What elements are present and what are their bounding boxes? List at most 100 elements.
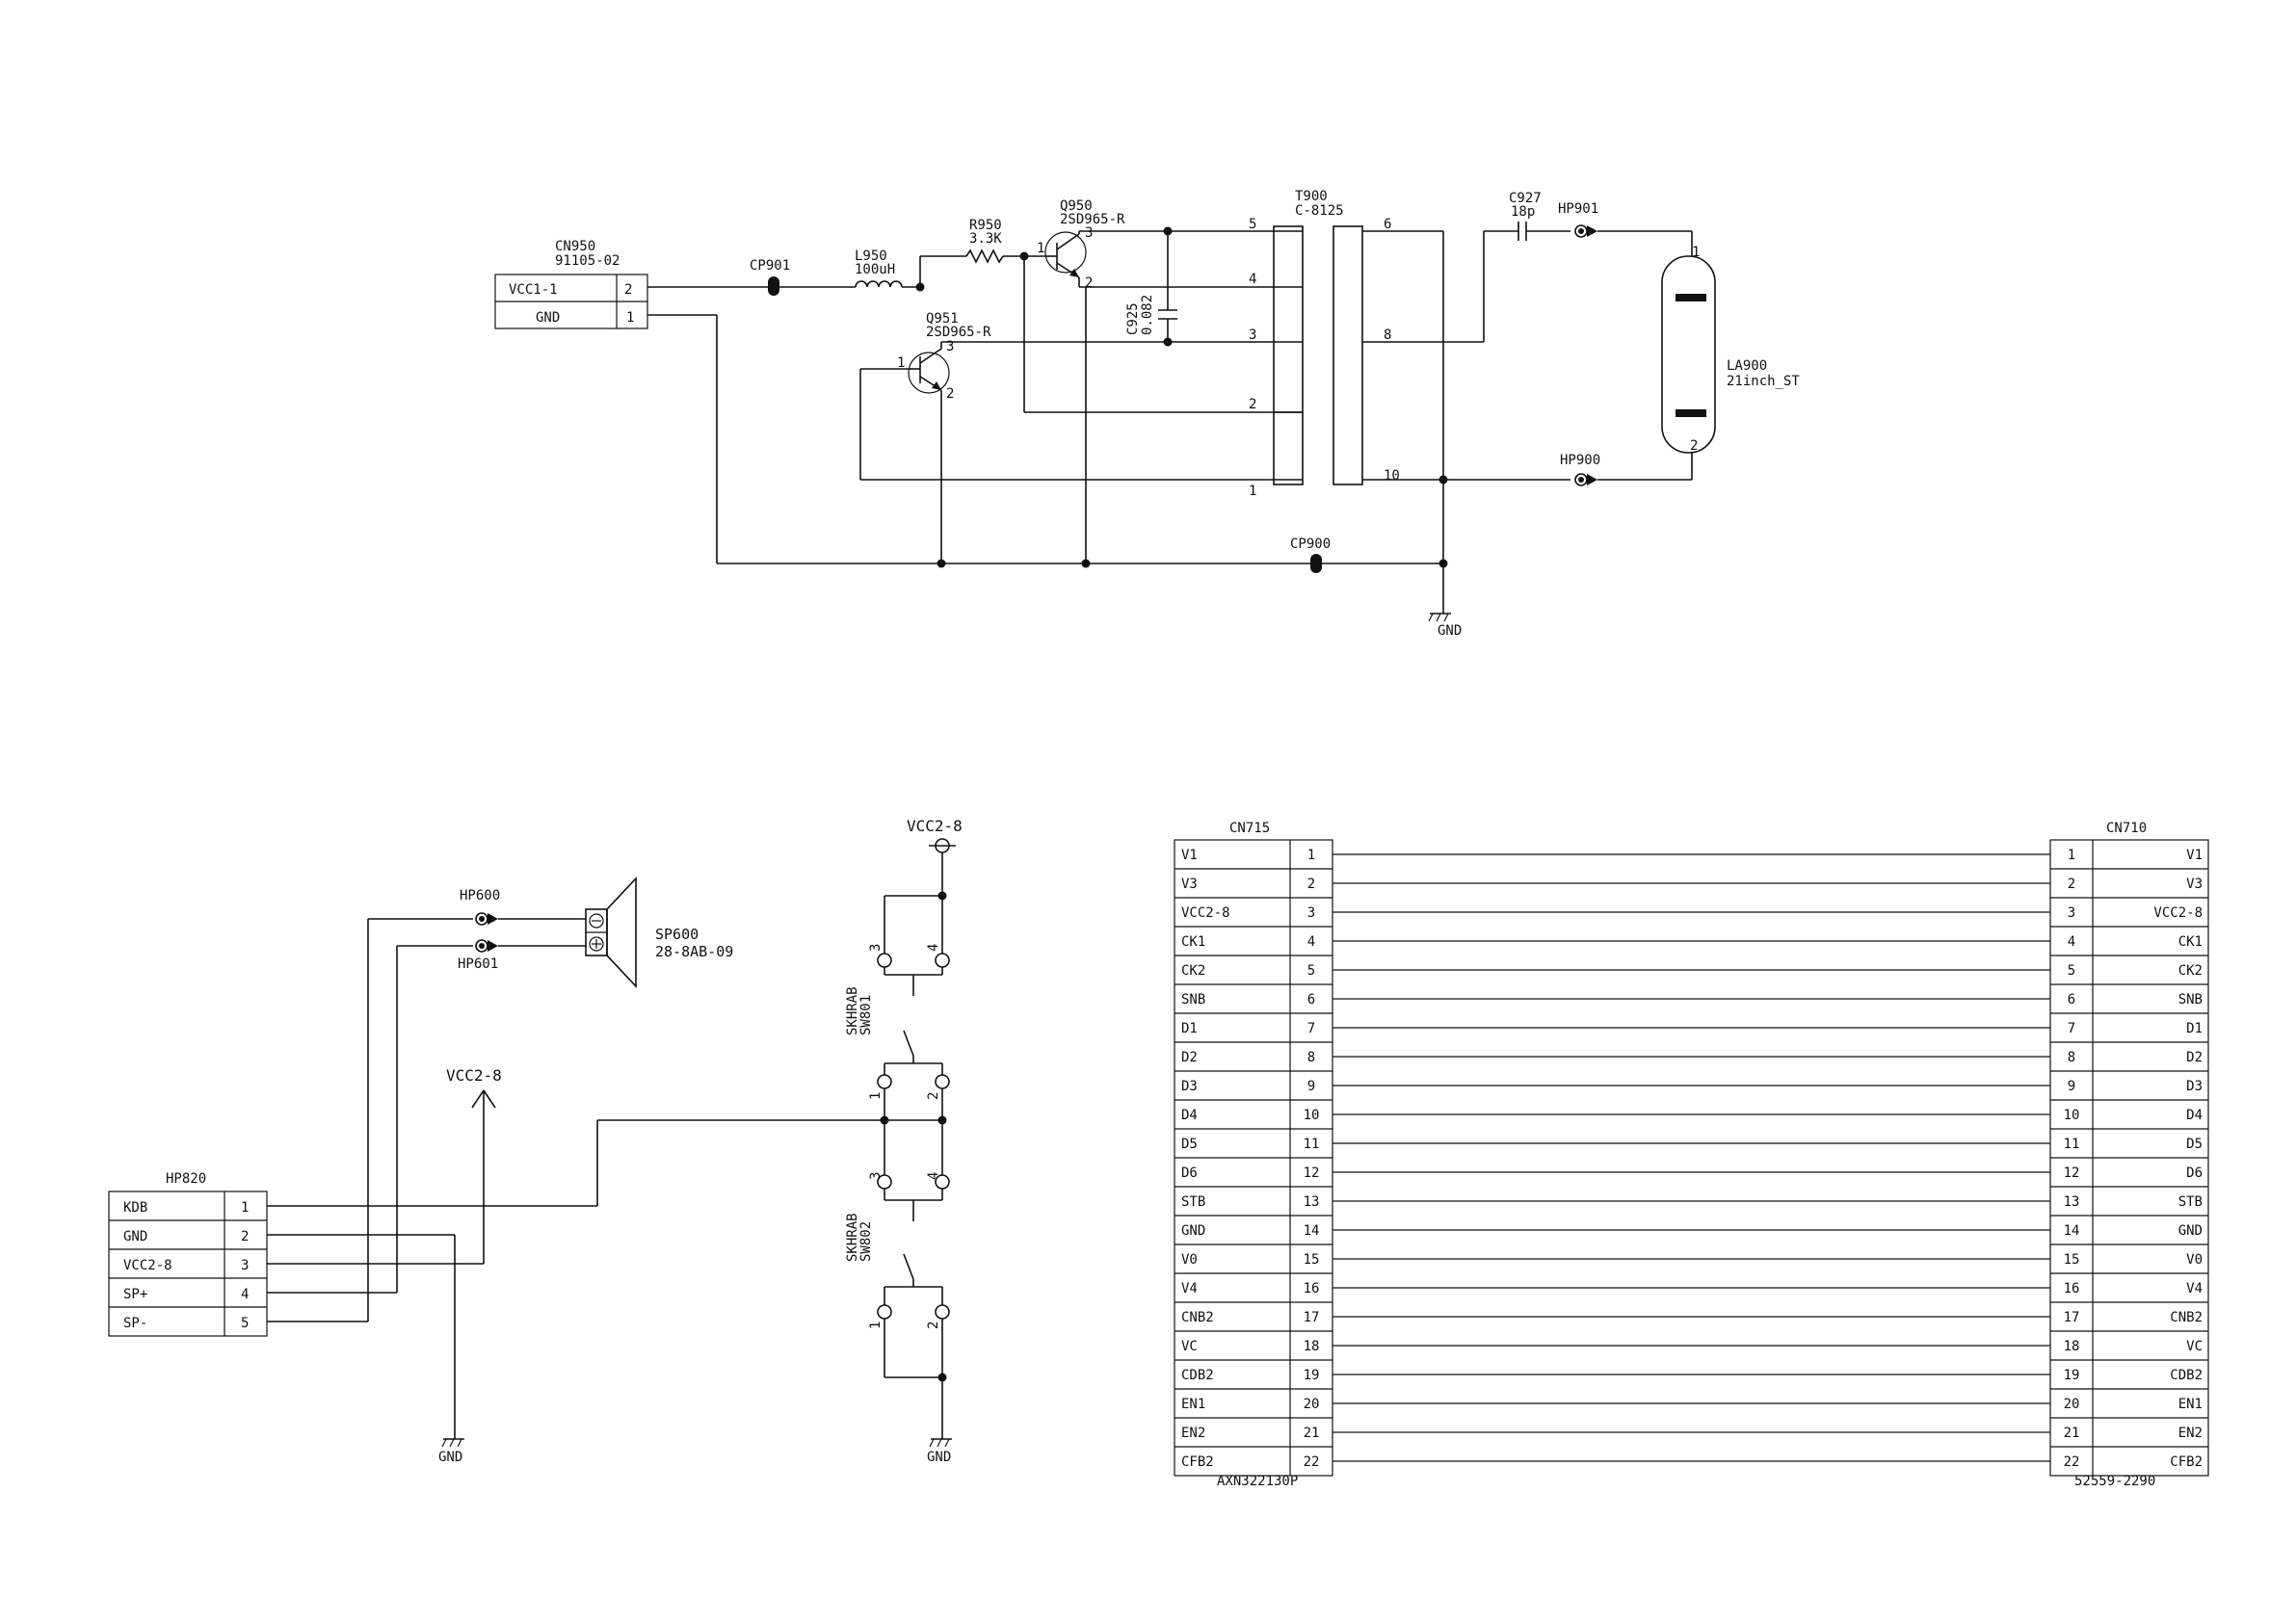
cn710-signal-label: V0 (2186, 1252, 2203, 1268)
cn715-pin-number: 20 (1304, 1397, 1320, 1412)
cn710-pin-number: 14 (2064, 1223, 2080, 1239)
cn715-signal-label: STB (1181, 1194, 1205, 1210)
t900-part: C-8125 (1295, 203, 1344, 219)
cn950-row-name: GND (536, 310, 560, 326)
cn710-pin-number: 2 (2068, 877, 2075, 892)
cn715-signal-label: CK2 (1181, 963, 1205, 979)
q950-pin-e: 2 (1085, 275, 1093, 291)
hp820-row-pin: 2 (241, 1229, 249, 1244)
cn715-pin-number: 22 (1304, 1454, 1320, 1470)
cn715-pin-number: 21 (1304, 1426, 1320, 1441)
r950-resistor: R950 3.3K (965, 218, 1004, 264)
cn715-pin-number: 2 (1307, 877, 1315, 892)
cn710-signal-label: CNB2 (2170, 1310, 2203, 1325)
t900-pin: 1 (1249, 484, 1256, 499)
cn715-signal-label: GND (1181, 1223, 1205, 1239)
hp601-pin: HP601 (458, 939, 498, 972)
vcc-arrow: VCC2-8 (446, 1066, 502, 1109)
cn710-signal-label: D2 (2186, 1050, 2203, 1065)
cn710-signal-label: EN2 (2178, 1426, 2203, 1441)
hp820-row-name: SP+ (123, 1287, 147, 1302)
cn710-signal-label: D6 (2186, 1165, 2203, 1181)
cn710-pin-number: 6 (2068, 992, 2075, 1008)
cp901-jumper (768, 276, 779, 296)
cn710-pin-number: 21 (2064, 1426, 2080, 1441)
cn715-pin-number: 17 (1304, 1310, 1320, 1325)
sw802-part: SKHRAB (845, 1213, 860, 1262)
t900-pin: 6 (1384, 217, 1391, 232)
t900-pin: 3 (1249, 327, 1256, 343)
cn710-signal-label: CFB2 (2170, 1454, 2203, 1470)
hp820-row-pin: 3 (241, 1258, 249, 1273)
cn715-signal-label: V1 (1181, 848, 1198, 863)
hp900-label: HP900 (1560, 453, 1600, 468)
cn710-signal-label: V1 (2186, 848, 2203, 863)
cn715-signal-label: V4 (1181, 1281, 1198, 1296)
cn710-pin-number: 20 (2064, 1397, 2080, 1412)
cn710-signal-label: CK1 (2178, 934, 2203, 950)
c925-ref: C925 (1125, 302, 1141, 335)
cn710-signal-label: D5 (2186, 1137, 2203, 1152)
cn715-pin-number: 14 (1304, 1223, 1320, 1239)
cn715-signal-label: CK1 (1181, 934, 1205, 950)
sw801-pin: 4 (926, 944, 941, 952)
cn715-signal-label: D5 (1181, 1137, 1198, 1152)
cn710-pin-number: 17 (2064, 1310, 2080, 1325)
cp900-jumper (1310, 554, 1322, 573)
t900-transformer: T900 C-8125 5 4 3 2 1 6 8 10 (1249, 189, 1400, 499)
t900-pin: 5 (1249, 217, 1256, 232)
l950-value: 100uH (855, 262, 895, 277)
cn710-signal-label: EN1 (2178, 1397, 2203, 1412)
r950-value: 3.3K (969, 231, 1002, 247)
cn715-pin-number: 9 (1307, 1079, 1315, 1094)
hp820-row-name: KDB (123, 1200, 147, 1216)
gnd-left-label: GND (438, 1450, 462, 1465)
la900-pin-bottom: 2 (1690, 438, 1698, 454)
cn715-signal-label: CFB2 (1181, 1454, 1214, 1470)
cp900-label: CP900 (1290, 537, 1331, 552)
hp820-row-pin: 4 (241, 1287, 249, 1302)
cn710-part: 52559-2290 (2074, 1474, 2155, 1489)
q950-part: 2SD965-R (1060, 212, 1125, 227)
cn710-pin-number: 18 (2064, 1339, 2080, 1354)
cn715-pin-number: 6 (1307, 992, 1315, 1008)
sw802-pin: 3 (868, 1172, 884, 1180)
cn715-pin-number: 4 (1307, 934, 1315, 950)
hp601-label: HP601 (458, 956, 498, 972)
hp600-pin: HP600 (460, 888, 500, 926)
cn710-pin-number: 12 (2064, 1165, 2080, 1181)
sw801-pin: 3 (868, 944, 884, 952)
sw801-part: SKHRAB (845, 986, 860, 1035)
hp820-row-name: GND (123, 1229, 147, 1244)
cn715-pin-number: 13 (1304, 1194, 1320, 1210)
hp900-pin: HP900 (1560, 453, 1600, 486)
sw801-ref: SW801 (858, 995, 874, 1035)
cn710-signal-label: CK2 (2178, 963, 2203, 979)
cn715-pin-number: 5 (1307, 963, 1315, 979)
q951-part: 2SD965-R (926, 325, 991, 340)
cn715-signal-label: V0 (1181, 1252, 1198, 1268)
cn715-pin-number: 19 (1304, 1368, 1320, 1383)
cn950-ref: CN950 (555, 239, 595, 254)
l950-inductor: L950 100uH (855, 249, 903, 288)
cn710-pin-number: 22 (2064, 1454, 2080, 1470)
hp600-label: HP600 (460, 888, 500, 903)
cn710-pin-number: 10 (2064, 1108, 2080, 1123)
q951-transistor: Q951 2SD965-R 1 3 2 (897, 311, 991, 402)
sp600-speaker: SP600 28-8AB-09 (585, 876, 733, 989)
hp820-row-name: VCC2-8 (123, 1258, 172, 1273)
sw801-pin: 1 (868, 1092, 884, 1100)
cn710-pin-number: 7 (2068, 1021, 2075, 1036)
sp600-ref: SP600 (655, 926, 699, 943)
cn715-signal-label: CNB2 (1181, 1310, 1214, 1325)
t900-ref: T900 (1295, 189, 1328, 204)
cn715-pin-number: 7 (1307, 1021, 1315, 1036)
cn710-pin-number: 8 (2068, 1050, 2075, 1065)
cn715-signal-label: EN1 (1181, 1397, 1205, 1412)
sw802-switch: 3 4 1 2 SKHRAB SW802 (845, 1120, 950, 1378)
cn710-pin-number: 15 (2064, 1252, 2080, 1268)
t900-pin: 8 (1384, 327, 1391, 343)
